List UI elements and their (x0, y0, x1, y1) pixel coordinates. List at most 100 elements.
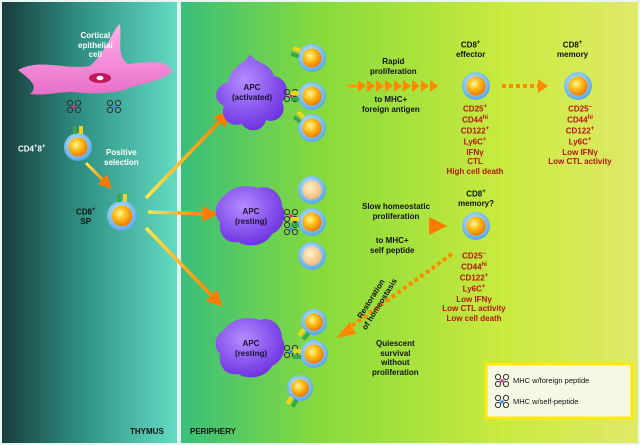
t-cell-nucleus (304, 344, 324, 364)
tcr-receptor-icon (73, 126, 83, 134)
cd8-memory-question-title: CD8+ memory? (458, 188, 494, 209)
marker-level: hi (481, 262, 487, 269)
t-cell-nucleus (302, 48, 322, 68)
legend-foreign-label: MHC w/foreign peptide (513, 376, 590, 385)
resting-bottom-cluster-t-cell-1 (297, 309, 327, 341)
mhc-peptide (289, 214, 293, 218)
activated-cluster-t-cell-2 (291, 82, 326, 110)
marker-level: – (482, 251, 486, 257)
marker-name: CD44 (461, 262, 482, 272)
cd8-effector-cell-icon (462, 72, 490, 100)
marker-level: hi (482, 115, 488, 122)
sp-line2: SP (80, 217, 92, 227)
t-cell-nucleus (305, 313, 323, 331)
t-cell-nucleus (466, 76, 486, 96)
t-cell-nucleus (302, 86, 322, 106)
tcr-chain-beta (291, 91, 299, 95)
tcr-chain-beta (292, 46, 302, 53)
memory-q-marker-5: Low CTL activity (432, 304, 516, 314)
memory-marker-2: CD122+ (538, 125, 622, 136)
effector-marker-4: IFNγ (446, 148, 504, 158)
slow-proliferation-label: Slow homeostatic proliferation (362, 202, 431, 221)
epithelial-nucleus-highlight (96, 75, 104, 81)
legend-mhc-foreign-icon (494, 373, 510, 388)
effector-title-sup: + (476, 40, 481, 46)
marker-name: CD25 (568, 104, 589, 114)
t-cell-nucleus (302, 118, 322, 138)
sp-sup: + (92, 207, 96, 213)
mhc-alpha-3 (283, 215, 291, 223)
tcr-chain-beta (296, 110, 306, 119)
positive-selection-arrow (84, 161, 112, 189)
tcr-chain-alpha (291, 223, 299, 227)
memory-q-marker-3: Ly6C+ (432, 283, 516, 294)
effector-marker-3: Ly6C+ (446, 136, 504, 147)
mhc-alpha-1 (283, 221, 291, 229)
mhc-self-peptide-icon (106, 99, 122, 114)
cell-layer (64, 44, 592, 408)
memory-q-title-sup: + (482, 189, 486, 195)
restoration-arrowhead (336, 322, 356, 338)
apc-resting-bottom-label: APC (resting) (235, 339, 267, 358)
effector-title-line2: effector (456, 50, 486, 60)
t-cell-nucleus (68, 137, 88, 157)
t-cell-nucleus (111, 205, 133, 227)
resting-middle-cluster-t-cell-2 (291, 208, 326, 236)
cd8-effector-title: CD8+ effector (456, 39, 485, 60)
tcr-chain-alpha (290, 398, 299, 408)
legend-self-label: MHC w/self-peptide (513, 397, 579, 406)
marker-level: + (587, 137, 592, 144)
apc-activated-label: APC (activated) (231, 83, 272, 102)
restoration-arrow (344, 252, 454, 332)
mhc-alpha-1 (283, 344, 291, 352)
resting-bottom-cluster-t-cell-3 (285, 375, 313, 408)
memory-title-sup: + (578, 40, 583, 46)
marker-name: CTL (467, 157, 483, 167)
activated-cluster-t-cell-1 (290, 44, 326, 72)
effector-to-memory-arrowhead (538, 79, 548, 93)
tcr-chain-alpha (301, 331, 311, 341)
dp-mid: 8 (37, 144, 42, 154)
marker-level: – (588, 104, 592, 110)
effector-marker-6: High cell death (446, 167, 504, 177)
tcr-receptor-icon (290, 46, 302, 59)
tcr-chain-beta (123, 194, 127, 202)
tcr-chain-alpha (292, 115, 302, 124)
tcr-chain-alpha (290, 51, 300, 59)
tcr-receptor-icon (291, 91, 299, 101)
mhc-alpha-3 (283, 228, 291, 236)
mhc-alpha-2 (291, 208, 299, 216)
marker-level: + (482, 137, 487, 144)
dp-sup1: + (34, 144, 38, 150)
marker-name: Low CTL activity (442, 304, 506, 314)
cd8-memory-title: CD8+ memory (557, 39, 588, 60)
apc-resting-middle-shape (215, 186, 285, 246)
memory-q-title-base: CD8 (466, 189, 483, 199)
dp-base: CD4 (18, 144, 35, 154)
tcr-chain-beta (79, 126, 83, 134)
tcr-receptor-icon (292, 110, 306, 124)
sp-base: CD8 (76, 207, 93, 217)
marker-name: CD122 (565, 126, 591, 136)
legend-mhc-self-icon (494, 394, 510, 409)
cd8-memory-question-cell-icon (462, 212, 490, 240)
resting-middle-cluster-t-cell-3 (298, 242, 326, 270)
tcr-receptor-icon (293, 349, 301, 359)
tcr-receptor-icon (285, 395, 299, 408)
marker-name: Ly6C (463, 138, 483, 148)
marker-level: + (483, 104, 487, 110)
rapid-proliferation-arrow (348, 80, 438, 92)
cd8-single-positive-cell-icon (107, 194, 137, 231)
mhc-alpha-1 (283, 208, 291, 216)
tcr-chain-beta (285, 395, 294, 405)
marker-name: Low CTL activity (548, 157, 612, 167)
mhc-peptide (289, 350, 293, 354)
thymus-panel-label: THYMUS (130, 427, 164, 436)
memory-q-marker-0: CD25– (432, 250, 516, 261)
quiescent-survival-label: Quiescent survival without proliferation (372, 339, 419, 377)
effector-marker-1: CD44hi (446, 114, 504, 125)
tcr-receptor-icon (291, 217, 299, 227)
